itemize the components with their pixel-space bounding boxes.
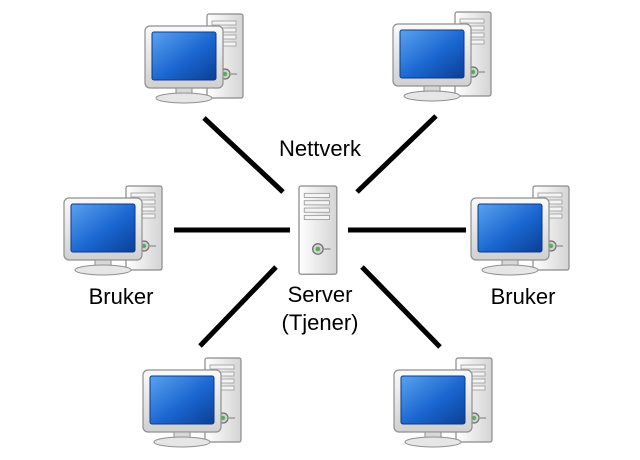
desktop-computer-icon [145, 14, 243, 103]
server-tower-icon [298, 185, 338, 275]
server-label: Server [287, 282, 353, 307]
desktop-computer-icon [143, 358, 241, 447]
desktop-computer-icon [64, 186, 162, 275]
desktop-computer-icon [393, 12, 491, 101]
server-sublabel: (Tjener) [281, 310, 359, 335]
link-top-left [202, 116, 285, 194]
desktop-computer-icon [394, 358, 492, 447]
link-bottom-right [360, 265, 442, 349]
client-label-right: Bruker [490, 284, 556, 309]
link-top-right [355, 114, 438, 194]
network-label: Nettverk [279, 136, 361, 161]
connection-lines [174, 114, 466, 349]
client-label-left: Bruker [88, 284, 154, 309]
desktop-computer-icon [471, 186, 569, 275]
link-bottom-left [198, 265, 278, 348]
